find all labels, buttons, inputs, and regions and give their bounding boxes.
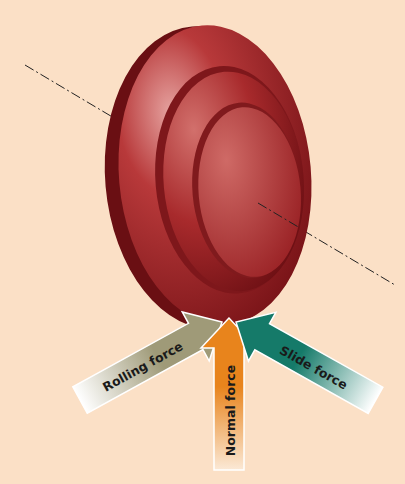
hub-side — [146, 60, 313, 300]
inner-face-side — [185, 98, 308, 283]
force-arrow — [67, 297, 236, 424]
force-arrow — [222, 298, 389, 425]
hub — [154, 66, 313, 297]
axis-line — [258, 203, 300, 228]
force-arrows — [67, 297, 390, 470]
force-label: Normal force — [223, 364, 238, 455]
disc-face — [106, 17, 323, 333]
inner-face — [191, 103, 307, 281]
disc — [92, 17, 324, 338]
